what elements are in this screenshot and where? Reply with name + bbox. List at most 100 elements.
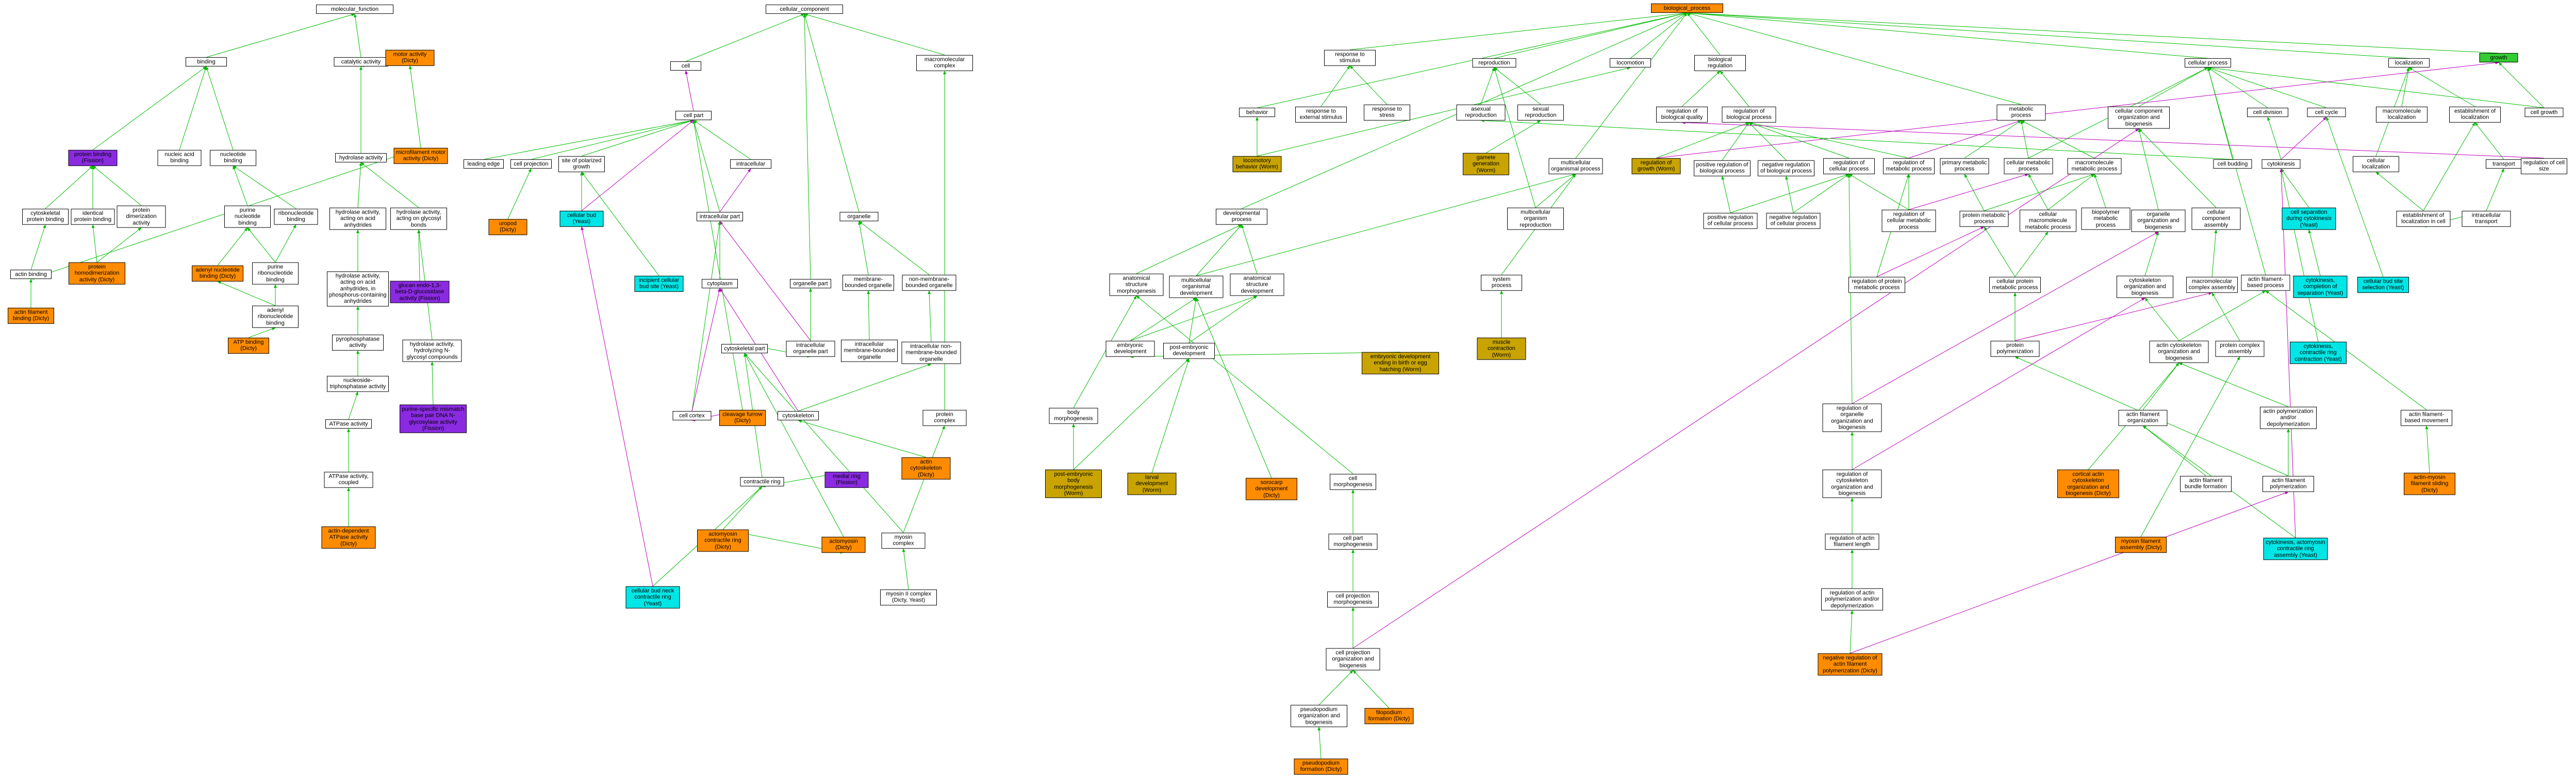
go-term-node-cortex[interactable]: cell cortex — [672, 411, 712, 421]
go-term-node-cellmetab[interactable]: cellular metabolic process — [2004, 158, 2053, 174]
go-term-node-growth[interactable]: growth — [2479, 53, 2518, 63]
go-term-node-catal[interactable]: catalytic activity — [334, 57, 388, 67]
go-term-node-nabind[interactable]: nucleic acid binding — [157, 150, 202, 166]
go-term-node-pseudoob[interactable]: pseudopodium organization and biogenesis — [1291, 705, 1347, 727]
go-term-node-hydrol[interactable]: hydrolase activity — [335, 153, 387, 163]
go-term-node-ntpase[interactable]: nucleoside-triphosphatase activity — [327, 376, 389, 392]
go-term-node-actbind[interactable]: actin binding — [10, 269, 52, 280]
go-term-node-afbf[interactable]: actin filament bundle formation — [2180, 476, 2232, 492]
go-term-node-orgob[interactable]: organelle organization and biogenesis — [2131, 209, 2186, 232]
go-term-node-mfmotor[interactable]: microfilament motor activity (Dicty) — [393, 148, 448, 164]
go-term-node-anatmorph[interactable]: anatomical structure morphogenesis — [1109, 273, 1164, 296]
go-term-node-devproc[interactable]: developmental process — [1216, 208, 1267, 225]
go-term-node-afo[interactable]: actin filament organization — [2118, 410, 2168, 426]
go-term-node-sepcytokin[interactable]: cell separation during cytokinesis (Yeas… — [2282, 207, 2336, 230]
go-term-node-bioreg[interactable]: biological regulation — [1694, 55, 1746, 71]
go-term-node-cellprojmorph[interactable]: cell projection morphogenesis — [1327, 591, 1379, 608]
go-term-node-macromet[interactable]: macromolecule metabolic process — [2067, 158, 2122, 174]
go-term-node-binding[interactable]: binding — [186, 57, 227, 67]
go-term-node-macrocplx[interactable]: macromolecular complex — [916, 55, 973, 71]
go-term-node-locbehav[interactable]: locomotory behavior (Worm) — [1232, 156, 1282, 172]
go-term-node-atpbind[interactable]: ATP binding (Dicty) — [228, 337, 269, 354]
go-term-node-atpase[interactable]: ATPase activity — [325, 419, 372, 429]
go-term-node-acras[interactable]: cytokinesis, actomyosin contractile ring… — [2263, 537, 2328, 560]
go-term-node-pebm[interactable]: post-embryonic body morphogenesis (Worm) — [1045, 469, 1102, 498]
go-term-node-intracell[interactable]: intracellular — [730, 159, 771, 169]
go-term-node-actfilbind[interactable]: actin filament binding (Dicty) — [8, 307, 54, 324]
go-term-node-cellmacromet[interactable]: cellular macromolecule metabolic process — [2020, 209, 2076, 232]
go-term-node-posregcell[interactable]: positive regulation of cellular process — [1703, 213, 1758, 229]
go-term-node-negregcell[interactable]: negative regulation of cellular process — [1766, 213, 1821, 229]
go-term-node-cc_root[interactable]: cellular_component — [766, 4, 843, 14]
go-term-node-haaa[interactable]: hydrolase activity, acting on acid anhyd… — [329, 207, 386, 230]
go-term-node-reggrowth[interactable]: regulation of growth (Worm) — [1631, 158, 1681, 174]
go-term-node-repro[interactable]: reproduction — [1472, 58, 1516, 68]
go-term-node-cytokin[interactable]: cytokinesis — [2261, 159, 2301, 169]
go-term-node-adenylbind[interactable]: adenyl nucleotide binding (Dicty) — [192, 265, 243, 282]
go-term-node-respstress[interactable]: response to stress — [1364, 104, 1410, 121]
go-term-node-regcytoskob[interactable]: regulation of cytoskeleton organization … — [1822, 469, 1882, 498]
go-term-node-cellgrowth[interactable]: cell growth — [2524, 107, 2564, 118]
go-term-node-mcdev[interactable]: multicellular organismal development — [1169, 275, 1224, 298]
go-term-node-systemproc[interactable]: system process — [1481, 274, 1522, 291]
go-term-node-cellproj[interactable]: cell projection — [510, 159, 552, 169]
go-term-node-estlocell[interactable]: establishment of localization in cell — [2396, 210, 2451, 227]
go-term-node-metab[interactable]: metabolic process — [1996, 104, 2046, 121]
go-term-node-pca[interactable]: protein complex assembly — [2215, 340, 2265, 357]
go-term-node-celldiv[interactable]: cell division — [2247, 107, 2288, 118]
go-term-node-larval[interactable]: larval development (Worm) — [1127, 473, 1177, 495]
go-term-node-local[interactable]: localization — [2388, 58, 2430, 68]
go-term-node-organelle[interactable]: organelle — [839, 211, 879, 222]
go-term-node-sitepol[interactable]: site of polarized growth — [558, 156, 605, 172]
go-term-node-mf_root[interactable]: molecular_function — [316, 4, 393, 14]
go-term-node-cytoskel[interactable]: cytoskeleton — [778, 411, 819, 421]
go-term-node-cleavfurrow[interactable]: cleavage furrow (Dicty) — [719, 410, 766, 426]
go-term-node-contring[interactable]: contractile ring — [740, 477, 784, 487]
go-term-node-mcorepro[interactable]: multicellular organism reproduction — [1507, 207, 1564, 230]
go-term-node-bodymorph[interactable]: body morphogenesis — [1049, 408, 1098, 424]
go-term-node-cellcycle[interactable]: cell cycle — [2307, 107, 2346, 118]
go-term-node-bud[interactable]: cellular bud (Yeast) — [559, 210, 604, 227]
go-term-node-identbind[interactable]: identical protein binding — [71, 208, 115, 225]
go-term-node-regcell[interactable]: regulation of cellular process — [1823, 158, 1875, 174]
go-term-node-actcytoD[interactable]: actin cytoskeleton (Dicty) — [901, 457, 951, 480]
go-term-node-protmetab[interactable]: protein metabolic process — [1959, 210, 2009, 227]
go-term-node-intratrans[interactable]: intracellular transport — [2462, 210, 2511, 227]
go-term-node-macroloc[interactable]: macromolecule localization — [2376, 106, 2428, 123]
go-term-node-intrapart[interactable]: intracellular part — [697, 211, 743, 222]
go-term-node-afbp[interactable]: actin filament-based process — [2241, 274, 2290, 291]
go-term-node-cellproc[interactable]: cellular process — [2185, 58, 2231, 68]
go-term-node-regcellmetab[interactable]: regulation of cellular metabolic process — [1881, 209, 1936, 232]
go-term-node-purntbind[interactable]: purine nucleotide binding — [224, 205, 271, 228]
go-term-node-adenylribo[interactable]: adenyl ribonucleotide binding — [252, 305, 299, 328]
go-term-node-posreg[interactable]: positive regulation of biological proces… — [1694, 160, 1751, 176]
go-term-node-motor[interactable]: motor activity (Dicty) — [385, 50, 435, 66]
go-term-node-cytoskob[interactable]: cytoskeleton organization and biogenesis — [2117, 275, 2173, 298]
go-term-node-biopoly[interactable]: biopolymer metabolic process — [2081, 207, 2131, 230]
go-term-node-ringcontr[interactable]: cytokinesis, contractile ring contractio… — [2290, 341, 2347, 364]
go-term-node-mcop[interactable]: multicellular organismal process — [1548, 158, 1603, 174]
go-term-node-asexrepro[interactable]: asexual reproduction — [1456, 104, 1506, 121]
go-term-node-myoII[interactable]: myosin II complex (Dicty, Yeast) — [880, 589, 937, 606]
go-term-node-atpasec[interactable]: ATPase activity, coupled — [324, 471, 373, 488]
go-term-node-regsize[interactable]: regulation of cell size — [2521, 158, 2567, 174]
go-term-node-bp_root[interactable]: biological_process — [1651, 3, 1723, 13]
go-term-node-inmborg[interactable]: intracellular non-membrane-bounded organ… — [901, 341, 961, 364]
go-term-node-filopod[interactable]: filopodium formation (Dicty) — [1364, 708, 1414, 724]
go-term-node-eggdev[interactable]: embryonic development ending in birth or… — [1362, 352, 1439, 374]
go-term-node-afp[interactable]: actin filament polymerization — [2263, 476, 2314, 492]
go-term-node-cellloc[interactable]: cellular localization — [2353, 156, 2399, 172]
go-term-node-cellbud[interactable]: cell budding — [2213, 159, 2252, 169]
go-term-node-orgpart[interactable]: organelle part — [790, 279, 831, 289]
go-term-node-estloc[interactable]: establishment of localization — [2449, 106, 2501, 123]
go-term-node-medring[interactable]: medial ring (Fission) — [824, 471, 869, 488]
go-term-node-hagb[interactable]: hydrolase activity, acting on glycosyl b… — [390, 207, 447, 230]
go-term-node-amD[interactable]: actomyosin (Dicty) — [821, 536, 866, 553]
go-term-node-apd[interactable]: actin polymerization and/or depolymeriza… — [2260, 406, 2317, 429]
go-term-node-protpoly[interactable]: protein polymerization — [1990, 340, 2040, 357]
go-term-node-purribobind[interactable]: purine ribonucleotide binding — [252, 262, 299, 285]
go-term-node-cellprotmetab[interactable]: cellular protein metabolic process — [1989, 276, 2041, 293]
go-term-node-anatdev[interactable]: anatomical structure development — [1230, 273, 1284, 296]
go-term-node-afbm[interactable]: actin filament-based movement — [2401, 410, 2452, 426]
go-term-node-actatpase[interactable]: actin-dependent ATPase activity (Dicty) — [321, 526, 376, 549]
